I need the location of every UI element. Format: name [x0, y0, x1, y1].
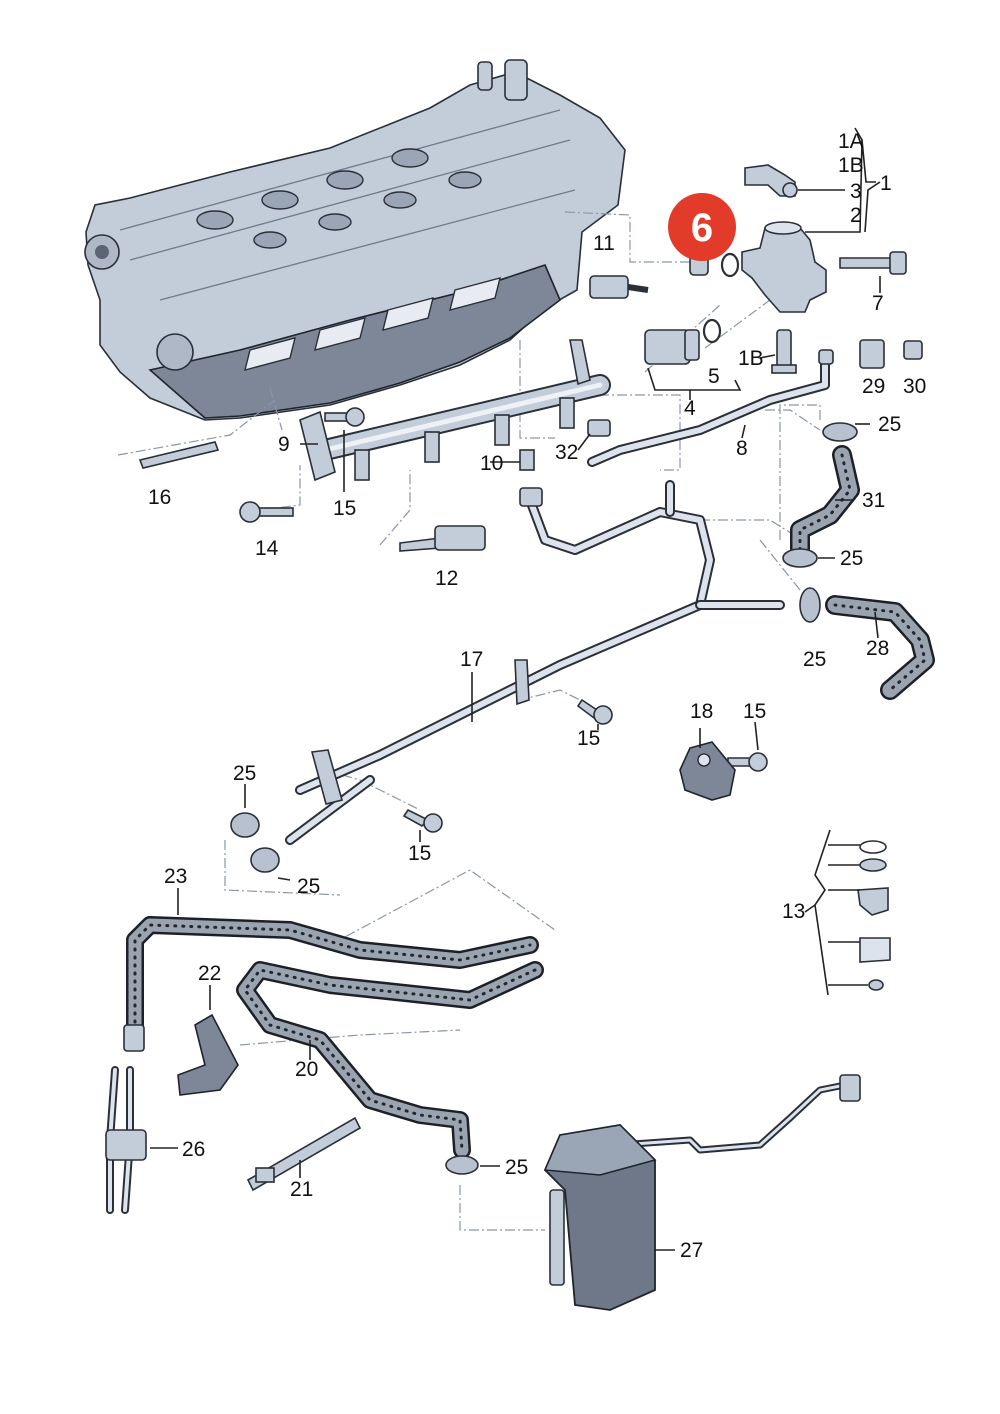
bolt-7	[839, 251, 907, 275]
label-9: 9	[278, 433, 290, 456]
sensor-11	[589, 275, 649, 299]
label-16: 16	[148, 486, 171, 509]
label-27: 27	[680, 1239, 703, 1262]
label-14: 14	[255, 537, 279, 560]
label-29: 29	[862, 375, 885, 398]
kit-13-parts	[857, 840, 891, 991]
carbon-canister	[543, 1074, 861, 1311]
hose-31	[790, 445, 860, 560]
highlight-marker[interactable]: 6	[668, 193, 736, 261]
label-21: 21	[290, 1178, 313, 1201]
strap-21	[246, 1116, 362, 1192]
sensor-4	[644, 329, 700, 365]
highlight-badge[interactable]	[668, 193, 736, 261]
label-18: 18	[690, 700, 713, 723]
highlight-label: 6	[691, 206, 713, 250]
bracket-18	[679, 741, 736, 801]
label-25-d: 25	[233, 762, 256, 785]
label-2: 2	[850, 204, 862, 227]
guide-lines	[117, 211, 821, 1231]
cylinder-head	[84, 59, 626, 421]
fitting-1B	[771, 329, 797, 374]
hose-28	[825, 595, 935, 700]
label-13: 13	[782, 900, 805, 923]
label-25-c: 25	[803, 648, 826, 671]
label-10: 10	[480, 452, 503, 475]
fuel-line-17	[285, 480, 785, 845]
label-15-d: 15	[408, 842, 431, 865]
label-22: 22	[198, 962, 221, 985]
label-1A: 1A	[838, 130, 864, 153]
label-25-f: 25	[505, 1156, 528, 1179]
leader-lines	[150, 127, 881, 1251]
label-20: 20	[295, 1058, 318, 1081]
label-15-c: 15	[577, 727, 600, 750]
label-30: 30	[903, 375, 926, 398]
label-3: 3	[850, 180, 862, 203]
label-12: 12	[435, 567, 458, 590]
fuel-rail	[299, 339, 611, 482]
fuel-line-8	[587, 349, 834, 467]
small-fasteners	[138, 407, 768, 833]
items-29-30	[859, 339, 923, 369]
label-7: 7	[872, 292, 884, 315]
label-1B: 1B	[838, 154, 864, 177]
label-28: 28	[866, 637, 889, 660]
label-11: 11	[593, 232, 615, 255]
label-25-a: 25	[878, 413, 901, 436]
label-15-a: 15	[333, 497, 356, 520]
hose-23	[126, 916, 539, 1039]
bracket-22	[177, 1013, 239, 1096]
label-5: 5	[708, 365, 720, 388]
label-15-b: 15	[743, 700, 766, 723]
label-25-b: 25	[840, 547, 863, 570]
label-32: 32	[555, 441, 578, 464]
label-1: 1	[880, 172, 892, 195]
label-8: 8	[736, 437, 748, 460]
label-1B-fitting: 1B	[738, 347, 764, 370]
label-31: 31	[862, 489, 885, 512]
high-pressure-pump	[741, 164, 827, 313]
part-labels: 1A 1B 3 1 2 7 11 1B 5 4 29 30 8 25 9 32 …	[148, 130, 926, 1262]
label-17: 17	[460, 648, 483, 671]
label-23: 23	[164, 865, 187, 888]
label-26: 26	[182, 1138, 205, 1161]
label-4: 4	[684, 397, 696, 420]
hose-20	[236, 961, 544, 1159]
hose-clamps	[230, 422, 858, 1175]
connector-26	[105, 1024, 147, 1214]
label-25-e: 25	[297, 875, 320, 898]
